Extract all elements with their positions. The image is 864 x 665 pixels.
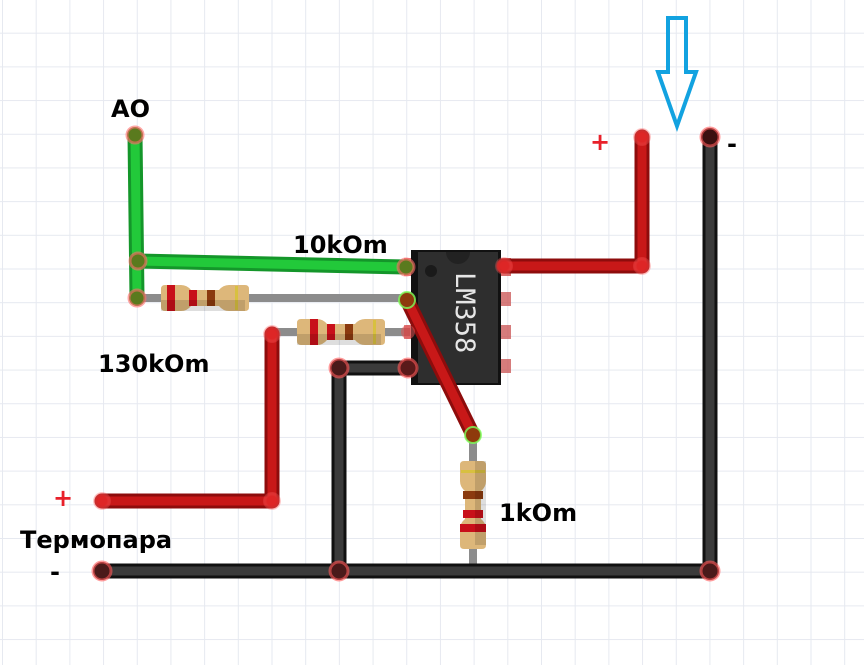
node-r1-left — [127, 288, 147, 308]
label-power-minus: - — [727, 130, 737, 158]
resistor-body — [297, 319, 385, 345]
label-thermocouple: Термопара — [20, 526, 173, 554]
node-power-plus-corner — [633, 257, 651, 275]
output-wires[interactable] — [127, 127, 414, 306]
wire-ao-to-chip-inner — [133, 256, 411, 272]
label-thermo-plus: + — [53, 484, 74, 512]
band-4 — [373, 320, 376, 344]
chip-label: LM358 — [449, 272, 480, 353]
label-10k: 10kOm — [293, 231, 388, 259]
node-power-minus — [699, 126, 721, 148]
wire-chip-to-1k-inner — [402, 295, 478, 440]
node-chip-pin1 — [396, 257, 416, 277]
chip-notch — [446, 252, 470, 264]
node-power-plus — [633, 128, 651, 146]
label-130k: 130kOm — [98, 350, 210, 378]
node-chip-pin4 — [397, 357, 419, 379]
arrow-down-icon — [655, 16, 699, 133]
node-r2-left — [263, 325, 281, 343]
node-thermo-plus-corner — [263, 492, 281, 510]
resistor-shade — [475, 461, 486, 545]
node-1k-top — [464, 426, 482, 444]
wire-power-plus[interactable] — [496, 129, 650, 274]
wire-ao-inner — [130, 130, 142, 303]
node-ao-junction — [128, 251, 148, 271]
node-gnd-corner — [328, 357, 350, 379]
band-3 — [463, 491, 483, 499]
label-1k: 1kOm — [499, 499, 578, 527]
connection-nodes — [91, 125, 721, 582]
node-power-minus-corner — [699, 560, 721, 582]
chip-pin1-dot — [425, 265, 437, 277]
resistor-10k[interactable] — [297, 319, 385, 345]
band-2 — [463, 510, 483, 518]
resistor-shade — [161, 300, 245, 311]
node-chip-pin8 — [495, 257, 513, 275]
node-thermo-minus — [91, 560, 113, 582]
band-3 — [207, 290, 215, 306]
band-4 — [235, 286, 238, 310]
node-gnd-junction — [328, 560, 350, 582]
band-1 — [460, 524, 486, 532]
wire-chip-gnd-inner — [334, 363, 413, 576]
resistor-130k[interactable] — [161, 285, 249, 311]
band-3 — [345, 324, 353, 340]
label-power-plus: + — [590, 128, 611, 156]
band-2 — [189, 290, 197, 306]
wire-chip-gnd[interactable] — [331, 360, 416, 579]
wire-power-plus-inner — [499, 132, 647, 271]
node-chip-pin3 — [401, 325, 415, 339]
band-4 — [461, 470, 485, 473]
node-chip-pin2 — [398, 291, 416, 309]
label-ao: AO — [111, 95, 150, 123]
band-1 — [167, 285, 175, 311]
band-2 — [327, 324, 335, 340]
resistor-body — [161, 285, 249, 311]
resistor-1k[interactable] — [460, 461, 486, 549]
label-thermo-minus: - — [50, 558, 60, 586]
node-ao-top — [125, 125, 145, 145]
resistor-shade — [297, 334, 381, 345]
band-1 — [310, 319, 318, 345]
node-thermo-plus — [93, 492, 111, 510]
